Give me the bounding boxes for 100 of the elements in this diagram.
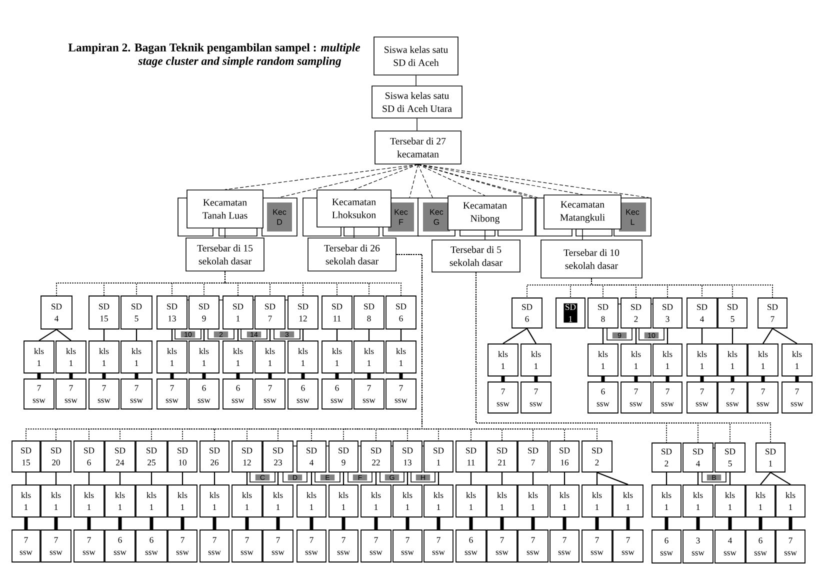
school-box: SD 22 (360, 440, 392, 472)
connector-line (400, 329, 402, 341)
thick-connector (634, 376, 638, 382)
student-count-box: 7 ssw (360, 530, 392, 562)
class-box: kls 1 (24, 340, 54, 374)
school-box: SD 2 (582, 440, 612, 472)
connector-line (732, 328, 734, 344)
thick-connector (406, 517, 410, 530)
thick-connector (170, 373, 174, 379)
class-box: kls 1 (652, 344, 682, 376)
connector-line (502, 328, 528, 344)
class-box: kls 1 (424, 484, 454, 518)
connector-line (470, 472, 472, 485)
school-box: SD 2 (652, 442, 682, 472)
class-box: kls 1 (718, 344, 748, 376)
connector-line (342, 472, 344, 485)
student-count-box: 7 ssw (254, 378, 286, 410)
school-box: SD 23 (262, 440, 294, 472)
student-count-box: 7 ssw (518, 530, 548, 562)
student-count-box: 7 ssw (776, 530, 806, 564)
student-count-box: 7 ssw (550, 530, 580, 562)
connector-line (119, 472, 121, 485)
connector-line (88, 472, 90, 485)
connector-line (484, 230, 486, 240)
school-box: SD 2 (620, 298, 652, 328)
class-box: kls 1 (456, 484, 486, 518)
class-box: kls 1 (188, 340, 220, 374)
student-count-box: 7 ssw (24, 378, 54, 410)
connector-line (237, 329, 239, 341)
student-count-box: 7 ssw (328, 530, 358, 562)
student-count-box: 7 ssw (354, 378, 384, 410)
connector-line (214, 472, 216, 485)
school-box: SD 1 (424, 440, 454, 472)
student-count-box: 7 ssw (40, 530, 72, 562)
connector-line (438, 472, 440, 485)
student-count-box: 6 ssw (222, 378, 254, 410)
flow-box: Siswa kelas satu SD di Aceh (374, 36, 458, 76)
student-count-box: 7 ssw (748, 382, 778, 414)
connector-line (564, 472, 566, 485)
thick-connector (469, 517, 473, 530)
thick-connector (180, 517, 184, 530)
school-box: SD 25 (136, 440, 168, 472)
thick-connector (664, 517, 668, 530)
flow-box: Siswa kelas satu SD di Aceh Utara (372, 86, 462, 118)
student-count-box: 7 ssw (296, 530, 326, 562)
thick-connector (69, 373, 73, 379)
class-box: kls 1 (136, 484, 168, 518)
thick-connector (795, 376, 799, 382)
thick-connector (276, 517, 280, 530)
connector-line (596, 472, 628, 486)
student-count-box: 6 ssw (136, 530, 168, 562)
school-box: SD 7 (254, 296, 286, 330)
class-box: kls 1 (392, 484, 422, 518)
connector-line (602, 328, 604, 344)
thick-connector (436, 517, 440, 530)
school-box: SD 1 (222, 296, 254, 330)
class-box: kls 1 (120, 340, 152, 374)
school-box: SD 15 (12, 440, 40, 472)
thick-connector (54, 517, 58, 530)
student-count-box: 7 ssw (718, 382, 748, 414)
dashed-line (418, 164, 433, 198)
school-box: SD 9 (328, 440, 358, 472)
student-count-box: 6 ssw (746, 530, 776, 564)
dashed-line (224, 164, 418, 190)
dashed-line (418, 164, 649, 198)
connector-line (38, 329, 57, 342)
school-box: SD 3 (652, 298, 682, 328)
school-box: SD 26 (200, 440, 230, 472)
thick-connector (236, 373, 240, 379)
school-box: SD 1 (756, 442, 786, 472)
student-count-box: 6 ssw (322, 378, 352, 410)
highlighted-school-box: SD 1 (556, 298, 586, 328)
dotted-connector (396, 254, 598, 441)
student-count-box: 7 ssw (156, 378, 188, 410)
connector-line (729, 472, 731, 485)
dotted-connector (224, 270, 402, 296)
connector-line (310, 472, 312, 485)
class-box: kls 1 (386, 340, 416, 374)
class-box: kls 1 (486, 484, 518, 518)
thick-connector (102, 373, 106, 379)
thick-connector (666, 376, 670, 382)
connector-line (277, 472, 279, 485)
dashed-line (409, 164, 418, 198)
student-count-box: 6 ssw (652, 530, 682, 564)
school-box: SD 8 (354, 296, 384, 330)
thick-connector (728, 517, 732, 530)
connector-line (25, 472, 27, 485)
connector-line (56, 329, 72, 341)
thick-connector (696, 517, 700, 530)
student-count-box: 7 ssw (232, 530, 262, 562)
thick-connector (500, 517, 504, 530)
school-box: SD 12 (232, 440, 262, 472)
thick-connector (562, 517, 566, 530)
connector-line (103, 329, 105, 341)
student-count-box: 3 ssw (682, 530, 714, 564)
class-box: kls 1 (56, 340, 86, 374)
student-count-box: 7 ssw (486, 530, 518, 562)
class-box: kls 1 (288, 340, 318, 374)
thick-connector (758, 517, 762, 530)
stacked-card: Kec D (262, 198, 298, 236)
